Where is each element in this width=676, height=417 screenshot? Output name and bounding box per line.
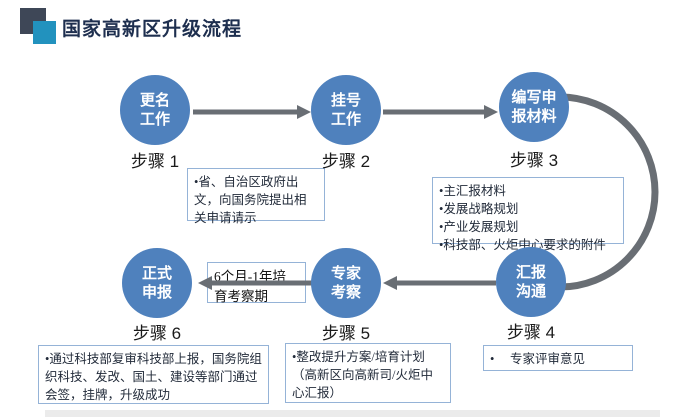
- bottom-shadow-strip: [45, 410, 660, 417]
- note-box-step2-application: •省、自治区政府出文，向国务院提出相关申请请示: [187, 168, 325, 225]
- step-node-2: 挂号 工作: [311, 75, 381, 145]
- step-node-6: 正式 申报: [122, 248, 192, 318]
- step-node-1-label-line1: 更名: [139, 91, 170, 109]
- step-node-6-label-line1: 正式: [141, 264, 172, 282]
- step-caption-3: 步骤 3: [509, 151, 559, 170]
- page-title: 国家高新区升级流程: [62, 19, 243, 40]
- arrow-step4-to-step5: [383, 276, 496, 290]
- step-node-4-label-line2: 沟通: [515, 283, 546, 300]
- note-box-step3-materials: •主汇报材料 •发展战略规划 •产业发展规划 •科技部、火炬中心要求的附件: [432, 177, 624, 252]
- step-node-1-label-line2: 工作: [139, 111, 170, 128]
- step-node-3-label-line2: 报材料: [511, 108, 557, 125]
- step-caption-6: 步骤 6: [132, 324, 182, 343]
- step-caption-1: 步骤 1: [130, 152, 180, 171]
- step-node-4-label-line1: 汇报: [515, 263, 546, 281]
- step-caption-2: 步骤 2: [321, 152, 371, 171]
- step-node-1: 更名 工作: [120, 75, 190, 145]
- note-box-step5-improvement-plan: •整改提升方案/培育计划（高新区向高新司/火炬中心汇报）: [285, 343, 451, 403]
- title-decoration-teal-square-icon: [33, 21, 56, 44]
- step-node-3-label-line1: 编写申: [511, 88, 557, 106]
- step-node-5-label-line1: 专家: [330, 264, 361, 282]
- step-node-4: 汇报 沟通: [496, 247, 566, 317]
- step-node-5: 专家 考察: [311, 248, 381, 318]
- step-node-3: 编写申 报材料: [499, 72, 569, 142]
- note-box-step6-approval: •通过科技部复审科技部上报，国务院组织科技、发改、国土、建设等部门通过会签，挂牌…: [38, 345, 269, 404]
- step-caption-4: 步骤 4: [506, 323, 556, 342]
- step-caption-5: 步骤 5: [321, 324, 371, 343]
- note-box-cultivation-period: 6个月-1年培育考察期: [207, 262, 306, 304]
- step-node-2-label-line1: 挂号: [330, 91, 361, 109]
- note-box-step4-expert-review: • 专家评审意见: [483, 345, 633, 371]
- step-node-5-label-line2: 考察: [330, 284, 361, 301]
- step-node-6-label-line2: 申报: [141, 284, 172, 301]
- arrow-step2-to-step3: [383, 105, 498, 119]
- arrow-step1-to-step2: [193, 105, 311, 119]
- step-node-2-label-line2: 工作: [330, 111, 361, 128]
